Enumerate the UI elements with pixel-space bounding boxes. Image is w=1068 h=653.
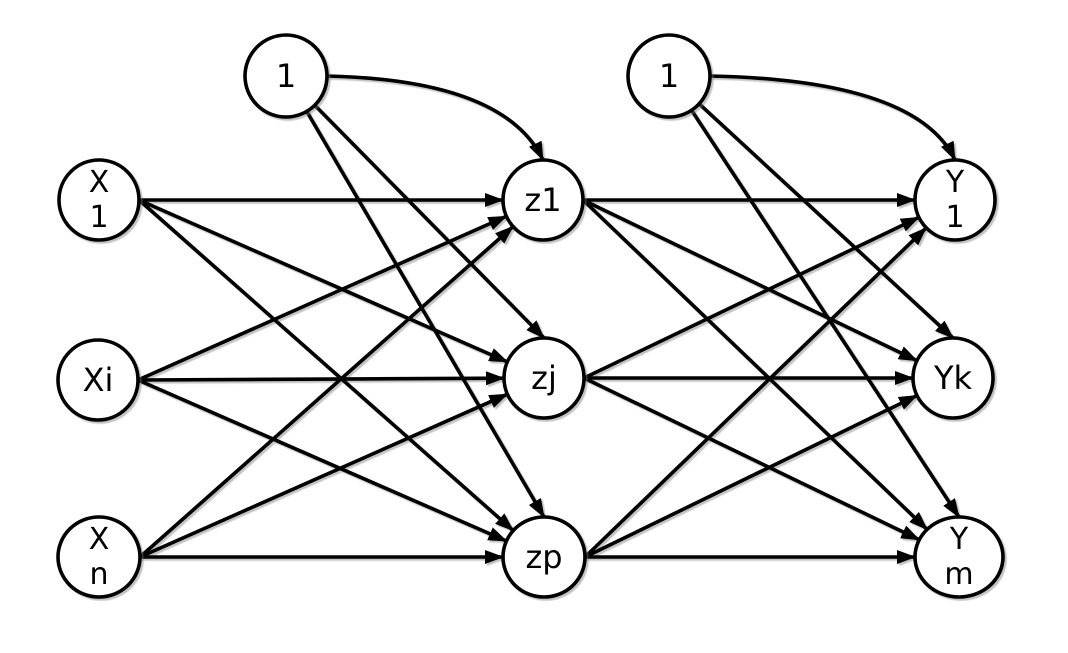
node-xi: Xi	[56, 338, 140, 422]
node-label-z1: z1	[524, 181, 561, 219]
node-circle-zp	[501, 515, 587, 599]
edge-z1-yk	[582, 198, 918, 363]
edge-z1-ym	[581, 198, 929, 531]
node-circle-yk	[911, 336, 995, 420]
node-yk: Yk	[911, 336, 995, 420]
node-circle-y1	[913, 158, 997, 242]
node-circle-z1	[501, 158, 585, 242]
edge-zp-y1	[583, 226, 928, 559]
node-circle-bias2	[626, 33, 712, 119]
node-zp: zp	[501, 515, 587, 599]
edges-layer	[137, 74, 961, 564]
node-circle-x1	[57, 158, 141, 242]
edge-xn-zj	[139, 392, 509, 559]
node-circle-ym	[913, 515, 1005, 599]
edge-bias1-z1	[326, 74, 545, 161]
edge-bias2-y1	[709, 74, 957, 161]
edge-bias2-ym	[690, 109, 961, 518]
node-circle-xn	[56, 515, 142, 599]
edge-xi-z1	[137, 214, 508, 382]
edge-zj-y1	[583, 215, 920, 380]
node-bias2: 1	[626, 33, 712, 119]
edge-xi-zj	[137, 371, 506, 386]
edge-bias2-yk	[697, 102, 955, 340]
edge-xi-zp	[137, 378, 508, 543]
node-z1: z1	[501, 158, 585, 242]
node-label-bias2: 1	[659, 57, 679, 95]
edge-x1-zp	[137, 198, 515, 532]
edge-xn-z1	[138, 225, 515, 559]
edge-zj-ym	[583, 376, 921, 542]
node-label-zj: zj	[531, 359, 557, 397]
node-label-bias1: 1	[276, 57, 296, 95]
edge-x1-zj	[138, 198, 509, 364]
node-bias1: 1	[243, 33, 329, 119]
node-zj: zj	[502, 336, 586, 420]
edge-bias1-zj	[313, 103, 546, 340]
edge-bias1-zp	[305, 110, 546, 518]
node-circle-bias1	[243, 33, 329, 119]
edge-zp-yk	[584, 393, 918, 559]
node-label-xi: Xi	[83, 361, 114, 399]
node-circle-xi	[56, 338, 140, 422]
node-label-yk: Yk	[933, 359, 973, 397]
node-label-zp: zp	[525, 538, 562, 576]
node-circle-zj	[502, 336, 586, 420]
